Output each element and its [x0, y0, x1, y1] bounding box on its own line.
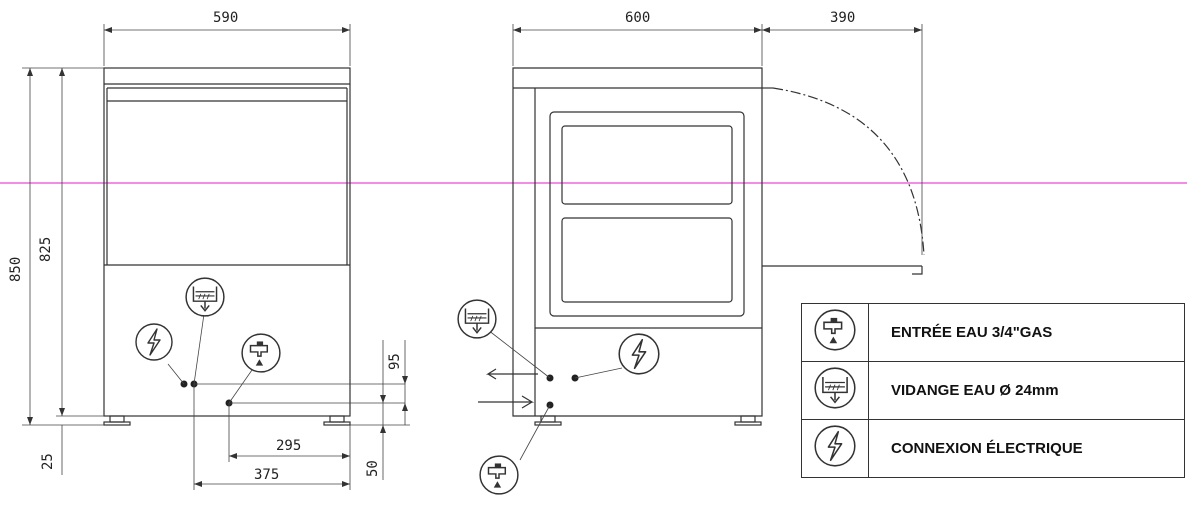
legend-row: VIDANGE EAU Ø 24mm — [801, 361, 1185, 420]
water-tap-icon — [814, 309, 856, 351]
legend-table: ENTRÉE EAU 3/4"GAS VIDANGE EAU Ø 24mm CO… — [801, 303, 1185, 478]
water-drain-icon — [185, 277, 225, 317]
lightning-bolt-icon — [135, 323, 173, 361]
legend-row: ENTRÉE EAU 3/4"GAS — [801, 303, 1185, 362]
lightning-bolt-icon — [814, 425, 856, 467]
foot-height-dimension: 25 — [40, 453, 56, 470]
outlet-offset-dimension: 375 — [254, 467, 279, 483]
body-height-dimension: 825 — [38, 237, 54, 262]
door-projection-dimension: 390 — [830, 10, 855, 26]
water-drain-icon — [814, 367, 856, 409]
connection-height-dimension: 95 — [387, 353, 403, 370]
legend-label-electrical: CONNEXION ÉLECTRIQUE — [868, 419, 1185, 478]
legend-label-water-inlet: ENTRÉE EAU 3/4"GAS — [868, 303, 1185, 362]
lightning-bolt-icon — [618, 333, 660, 375]
water-tap-icon — [241, 333, 281, 373]
total-height-dimension: 850 — [8, 257, 24, 282]
side-view: 600 390 — [457, 10, 925, 495]
side-depth-dimension: 600 — [625, 10, 650, 26]
inlet-offset-dimension: 295 — [276, 438, 301, 454]
inlet-height-dimension: 50 — [365, 460, 381, 477]
legend-row: CONNEXION ÉLECTRIQUE — [801, 419, 1185, 478]
water-drain-icon — [457, 299, 497, 339]
front-width-dimension: 590 — [213, 10, 238, 26]
front-view: 590 850 825 25 295 375 — [8, 10, 410, 490]
water-tap-icon — [479, 455, 519, 495]
legend-label-water-drain: VIDANGE EAU Ø 24mm — [868, 361, 1185, 420]
